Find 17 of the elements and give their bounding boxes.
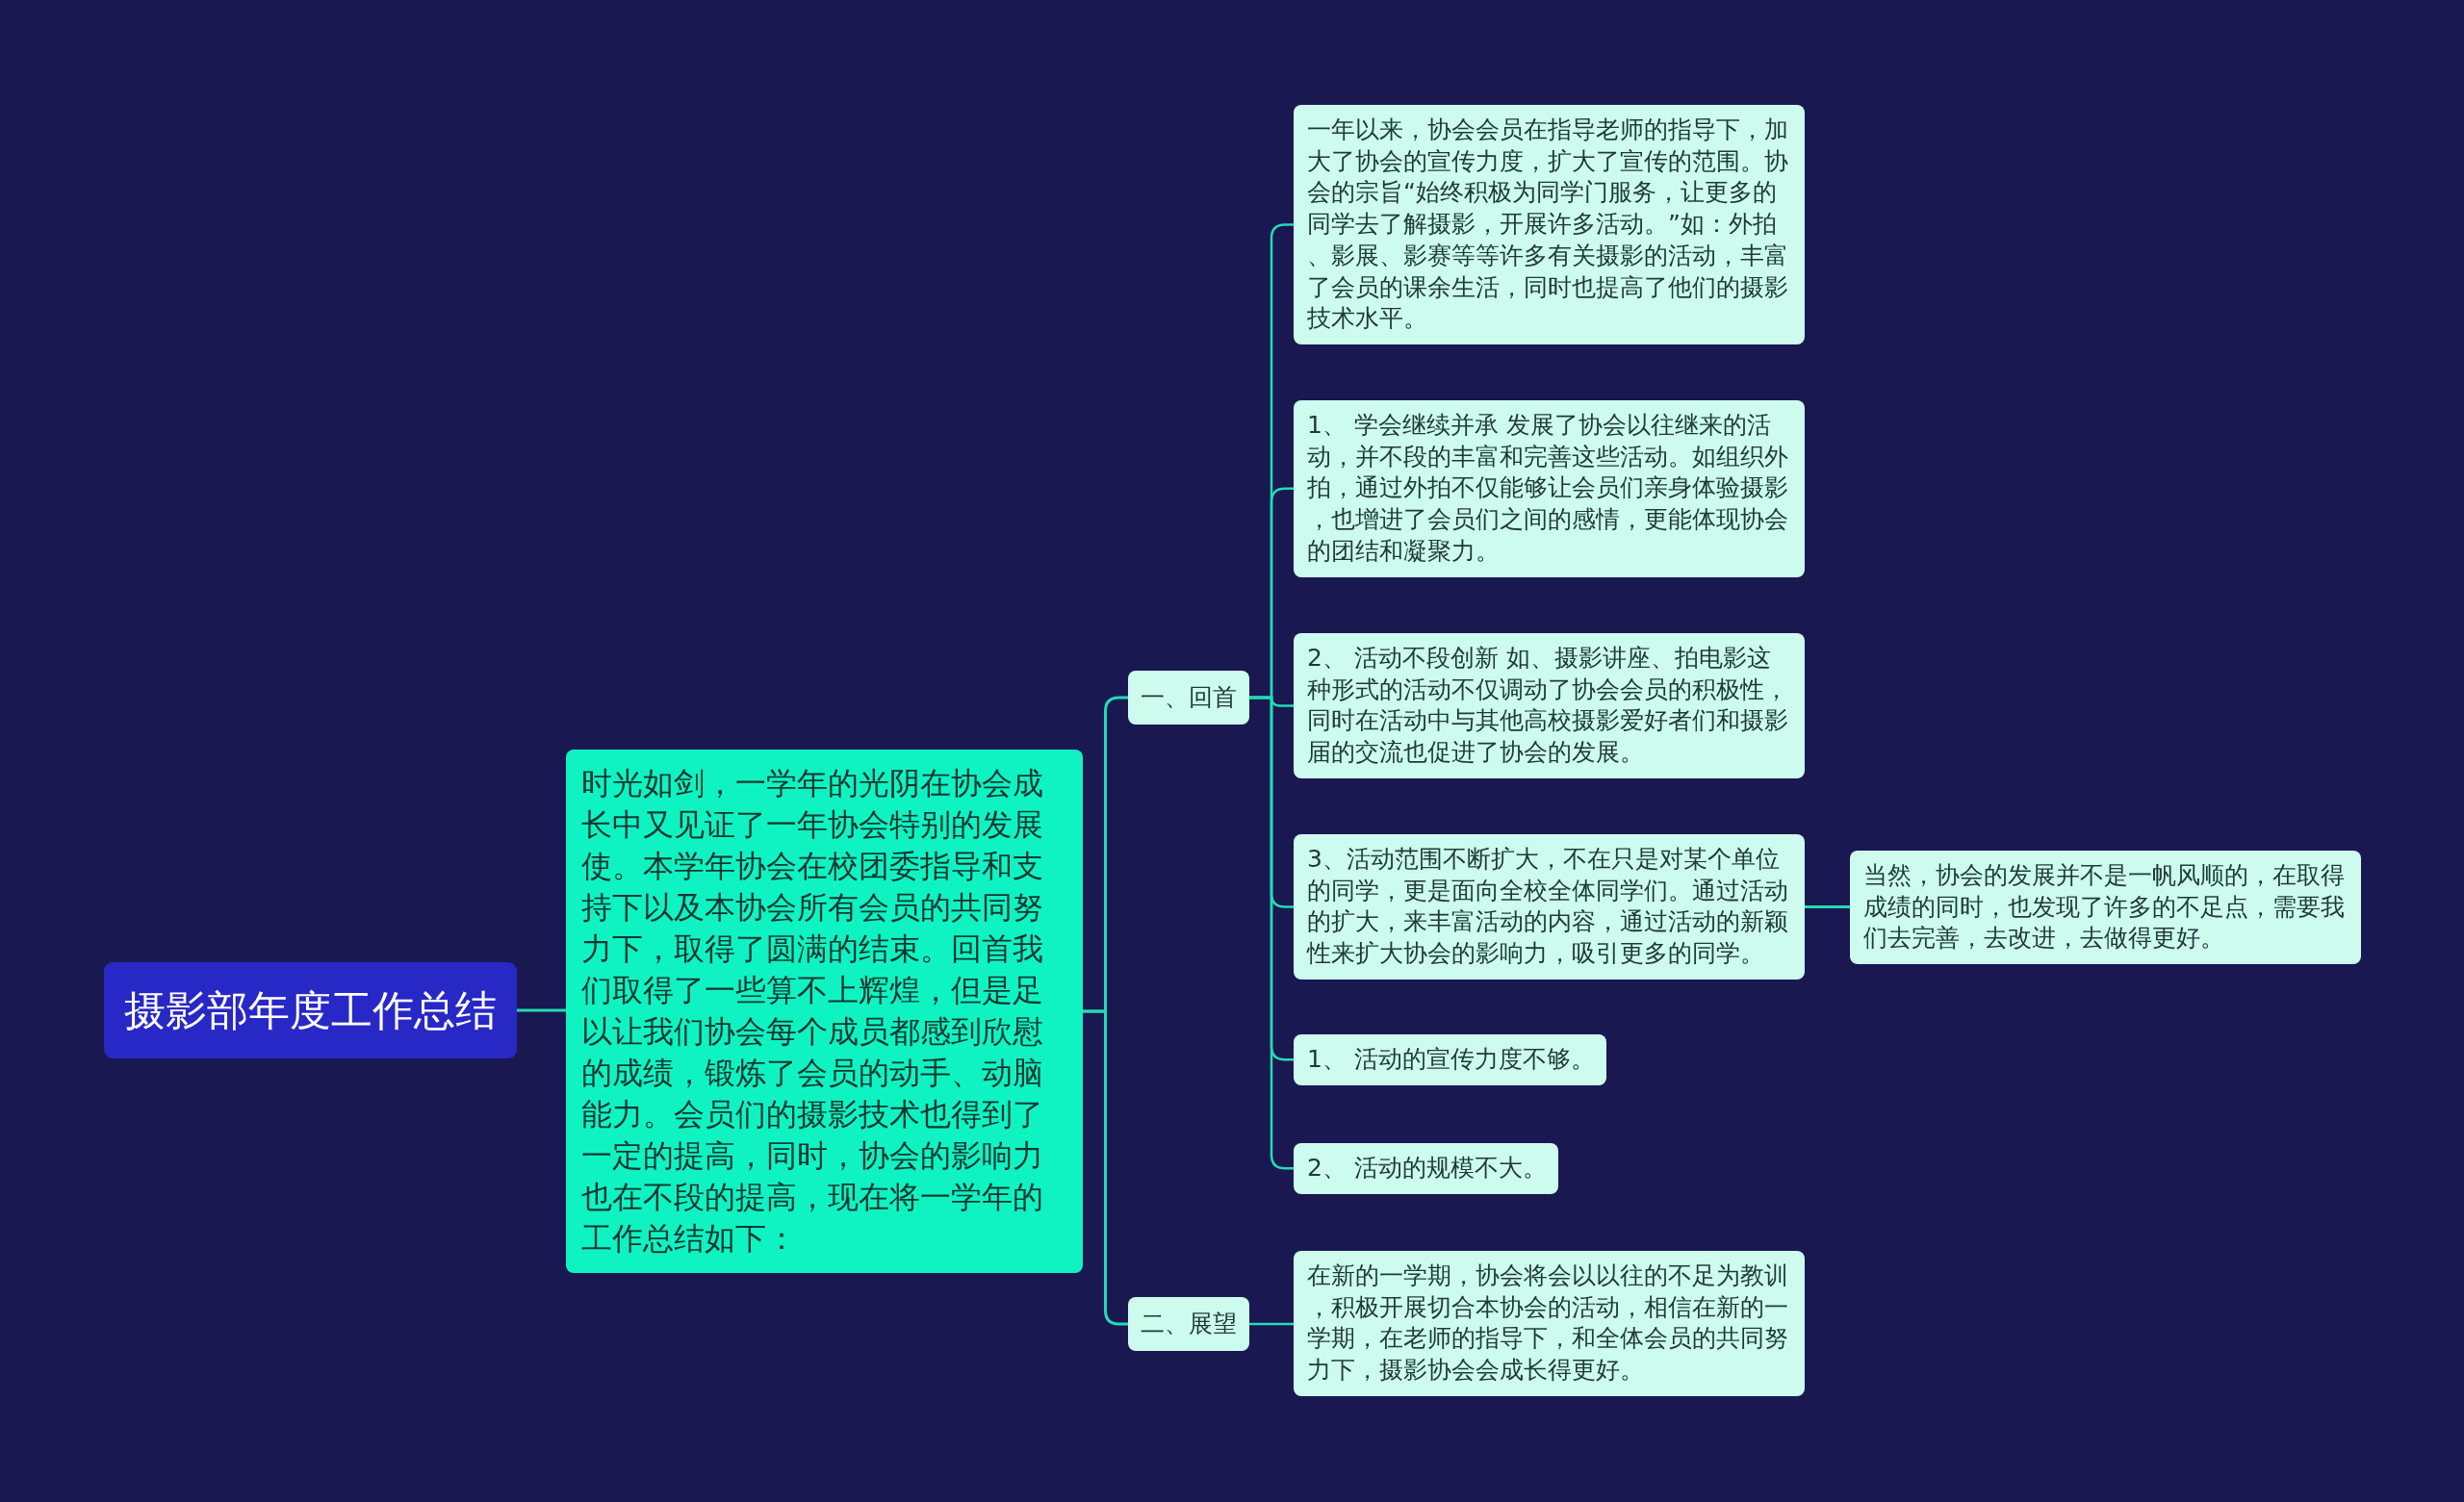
note-card: 一年以来，协会会员在指导老师的指导下，加大了协会的宣传力度，扩大了宣传的范围。协会的宗旨“始终积极为同学门服务，让更多的同学去了解摄影，开展许多活动。”如：外拍、影展、影赛等等许多有关摄影的活动，丰富了会员的课余生活，同时也提高了他们的摄影技术水平。 bbox=[1294, 105, 1805, 344]
note-card: 1、 活动的宣传力度不够。 bbox=[1294, 1034, 1606, 1085]
branch-topic: 二、展望 bbox=[1128, 1297, 1249, 1351]
note-card: 2、 活动不段创新 如、摄影讲座、拍电影这种形式的活动不仅调动了协会会员的积极性，同时在活动中与其他高校摄影爱好者们和摄影届的交流也促进了协会的发展。 bbox=[1294, 633, 1805, 778]
note-card: 在新的一学期，协会将会以以往的不足为教训，积极开展切合本协会的活动，相信在新的一学期，在老师的指导下，和全体会员的共同努力下，摄影协会会成长得更好。 bbox=[1294, 1251, 1805, 1396]
connector-line bbox=[517, 1008, 566, 1012]
note-card: 2、 活动的规模不大。 bbox=[1294, 1143, 1558, 1194]
branch-topic: 一、回首 bbox=[1128, 671, 1249, 725]
connector-line bbox=[1805, 904, 1850, 908]
note-card: 3、活动范围不断扩大，不在只是对某个单位的同学，更是面向全校全体同学们。通过活动的扩大，来丰富活动的内容，通过活动的新颖性来扩大协会的影响力，吸引更多的同学。 bbox=[1294, 834, 1805, 980]
note-card: 当然，协会的发展并不是一帆风顺的，在取得成绩的同时，也发现了许多的不足点，需要我们去完善，去改进，去做得更好。 bbox=[1850, 851, 2361, 965]
root-topic: 摄影部年度工作总结 bbox=[104, 962, 517, 1058]
connector-line bbox=[1083, 1009, 1128, 1326]
note-card: 1、 学会继续并承 发展了协会以往继来的活动，并不段的丰富和完善这些活动。如组织外拍，通过外拍不仅能够让会员们亲身体验摄影，也增进了会员们之间的感情，更能体现协会的团结和凝聚力。 bbox=[1294, 400, 1805, 577]
connector-line bbox=[1249, 1322, 1294, 1326]
summary-card: 时光如剑，一学年的光阴在协会成长中又见证了一年协会特别的发展使。本学年协会在校团委指导和支持下以及本协会所有会员的共同努力下，取得了圆满的结束。回首我们取得了一些算不上辉煌，但是足以让我们协会每个成员都感到欣慰的成绩，锻炼了会员的动手、动脑能力。会员们的摄影技术也得到了一定的提高，同时，协会的影响力也在不段的提高，现在将一学年的工作总结如下： bbox=[566, 750, 1083, 1273]
connector-line bbox=[1249, 696, 1294, 1170]
